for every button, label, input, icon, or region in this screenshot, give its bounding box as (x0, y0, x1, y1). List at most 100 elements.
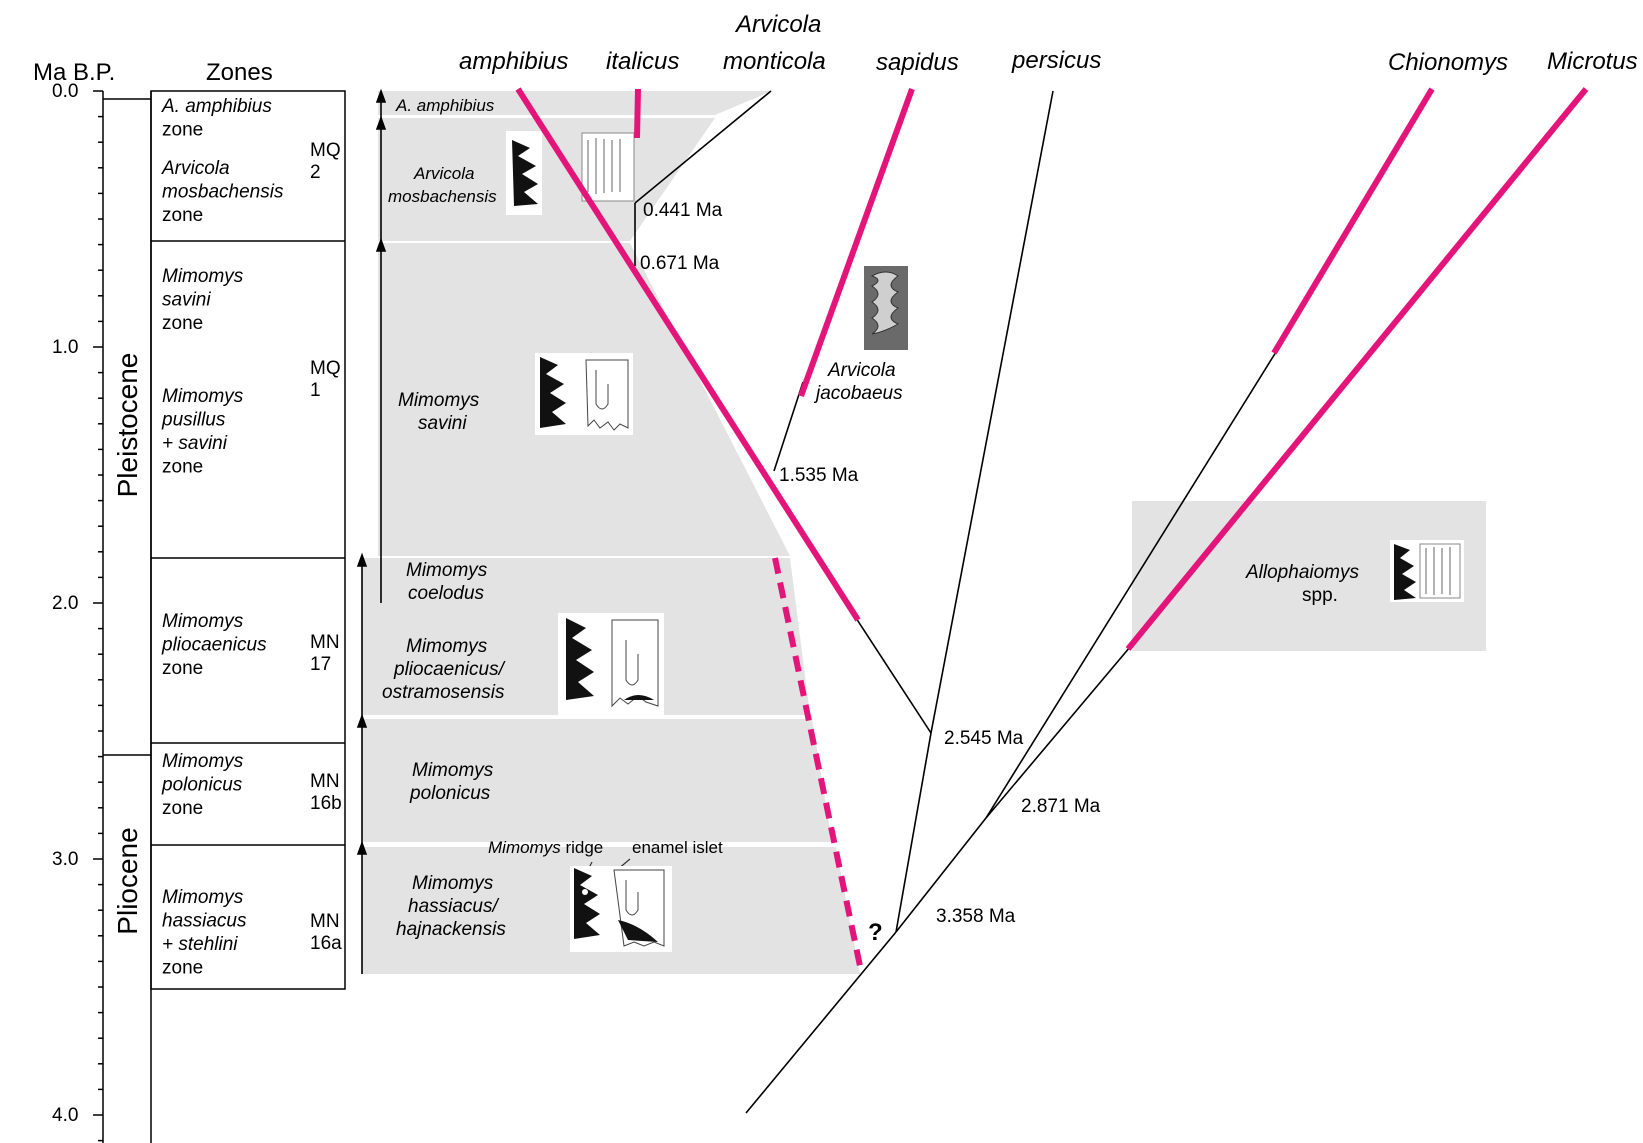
taxon-chionomys: Chionomys (1388, 49, 1508, 76)
tooth-figure-pliocaenicus (558, 613, 664, 715)
zone-label-line: A. amphibius (161, 96, 272, 117)
divergence-2871: 2.871 Ma (1021, 796, 1101, 817)
tooth-figure-mosbachensis (506, 131, 635, 215)
zone-label-line: zone (162, 658, 203, 679)
tick-label-3: 3.0 (52, 849, 78, 870)
lineage-microtus (1125, 87, 1589, 651)
tooth-figure-jacobaeus (864, 266, 908, 350)
time-axis: 0.0 1.0 2.0 3.0 4.0 (52, 81, 104, 1143)
branch-chionomys-stem (985, 351, 1277, 819)
magenta-lineages (515, 87, 1589, 967)
zone-code: 17 (310, 654, 331, 675)
zone-label-line: zone (162, 205, 203, 226)
lineage-mimomys-dashed (772, 557, 863, 967)
branch-sapidus-stem (773, 381, 804, 472)
branch-microtus-group (895, 817, 987, 933)
tooth-figure-allophaiomys (1390, 540, 1464, 602)
zone-label-line: zone (162, 798, 203, 819)
lineage-hassiacus-2: hassiacus/ (408, 896, 499, 917)
branch-root (745, 931, 897, 1114)
zone-code: MQ (310, 358, 341, 379)
branch-ancestor-arvicola (895, 732, 932, 933)
zone-label-line: + stehlini (162, 934, 238, 955)
divergence-0441: 0.441 Ma (643, 200, 723, 221)
zone-code: 1 (310, 380, 321, 401)
tooth-figure-hassiacus (570, 866, 672, 952)
tooth-figure-savini (535, 353, 633, 435)
pliocene-label: Pliocene (112, 827, 143, 934)
taxon-labels: amphibius italicus Arvicola monticola sa… (459, 11, 1638, 606)
zone-label-line: zone (162, 457, 203, 478)
zone-code: 16a (310, 933, 342, 954)
tick-label-2: 2.0 (52, 593, 78, 614)
lineage-labels: A. amphibius Arvicola mosbachensis Mimom… (382, 96, 723, 940)
taxon-sapidus: sapidus (876, 49, 959, 76)
zone-labels: A. amphibiuszoneArvicolamosbachensiszone… (161, 96, 342, 979)
zone-label-line: hassiacus (162, 911, 247, 932)
lineage-coelodus-1: Mimomys (406, 560, 488, 581)
zone-label-line: Mimomys (162, 751, 244, 772)
epoch-column: Pleistocene Pliocene (103, 91, 152, 1143)
zone-code: MQ (310, 140, 341, 161)
zone-label-line: Mimomys (162, 887, 244, 908)
tooth-figures (506, 131, 1464, 952)
taxon-jacobaeus-2: jacobaeus (813, 383, 903, 404)
zone-code: MN (310, 632, 340, 653)
tree-branches (634, 90, 1277, 1114)
taxon-italicus: italicus (606, 48, 679, 75)
zone-code: 16b (310, 793, 342, 814)
lineage-polonicus-1: Mimomys (412, 760, 494, 781)
divergence-3358: 3.358 Ma (936, 906, 1016, 927)
lineage-pliocaenicus-1: Mimomys (406, 636, 488, 657)
band-amphibius (378, 91, 546, 115)
branch-2545-to-sapidus-stem (855, 617, 932, 734)
ma-bp-label: Ma B.P. (33, 59, 115, 86)
lineage-chionomys (1271, 87, 1435, 355)
zone-label-line: Mimomys (162, 611, 244, 632)
tick-label-4: 4.0 (52, 1105, 78, 1126)
zones-header: Zones (206, 59, 273, 86)
taxon-allophaiomys-1: Allophaiomys (1245, 562, 1359, 583)
lineage-amphibius (515, 87, 861, 622)
lineage-hassiacus-1: Mimomys (412, 873, 494, 894)
taxon-microtus: Microtus (1547, 48, 1638, 75)
zone-code: 2 (310, 162, 321, 183)
divergence-0671: 0.671 Ma (640, 253, 720, 274)
lineage-a-amphibius: A. amphibius (395, 96, 495, 115)
tick-label-1: 1.0 (52, 337, 78, 358)
taxon-persicus: persicus (1011, 47, 1101, 74)
zone-label-line: zone (162, 120, 203, 141)
zone-label-line: mosbachensis (162, 182, 284, 203)
divergence-2545: 2.545 Ma (944, 728, 1024, 749)
zone-label-line: polonicus (161, 775, 243, 796)
taxon-amphibius: amphibius (459, 48, 568, 75)
lineage-arrows (356, 88, 387, 974)
band-amphibius-wedge (546, 91, 772, 115)
taxon-jacobaeus-1: Arvicola (827, 360, 896, 381)
zone-label-line: Mimomys (162, 266, 244, 287)
lineage-coelodus-2: coelodus (408, 583, 485, 604)
zone-label-line: zone (162, 313, 203, 334)
zone-label-line: savini (162, 290, 211, 311)
band-polonicus (362, 719, 832, 842)
branch-persicus (930, 90, 1054, 734)
lineage-pliocaenicus-2: pliocaenicus/ (393, 659, 506, 680)
zone-label-line: pliocaenicus (161, 635, 267, 656)
zone-label-line: + savini (162, 433, 228, 454)
zone-label-line: pusillus (161, 410, 226, 431)
branch-2871-to-allophaiomys (985, 646, 1131, 819)
zone-code: MN (310, 771, 340, 792)
zone-code: MN (310, 911, 340, 932)
divergence-labels: 0.441 Ma 0.671 Ma 1.535 Ma 2.545 Ma 2.87… (640, 200, 1101, 946)
zone-label-line: Arvicola (161, 158, 230, 179)
zones-column (150, 90, 346, 990)
lineage-pliocaenicus-3: ostramosensis (382, 682, 505, 703)
ridge-note: Mimomys ridge (488, 838, 603, 857)
divergence-uncertain: ? (868, 919, 883, 946)
zone-label-line: Mimomys (162, 386, 244, 407)
lineage-savini-2: savini (418, 413, 467, 434)
zone-label-line: zone (162, 958, 203, 979)
divergence-1535: 1.535 Ma (779, 465, 859, 486)
branch-0441 (634, 90, 772, 204)
